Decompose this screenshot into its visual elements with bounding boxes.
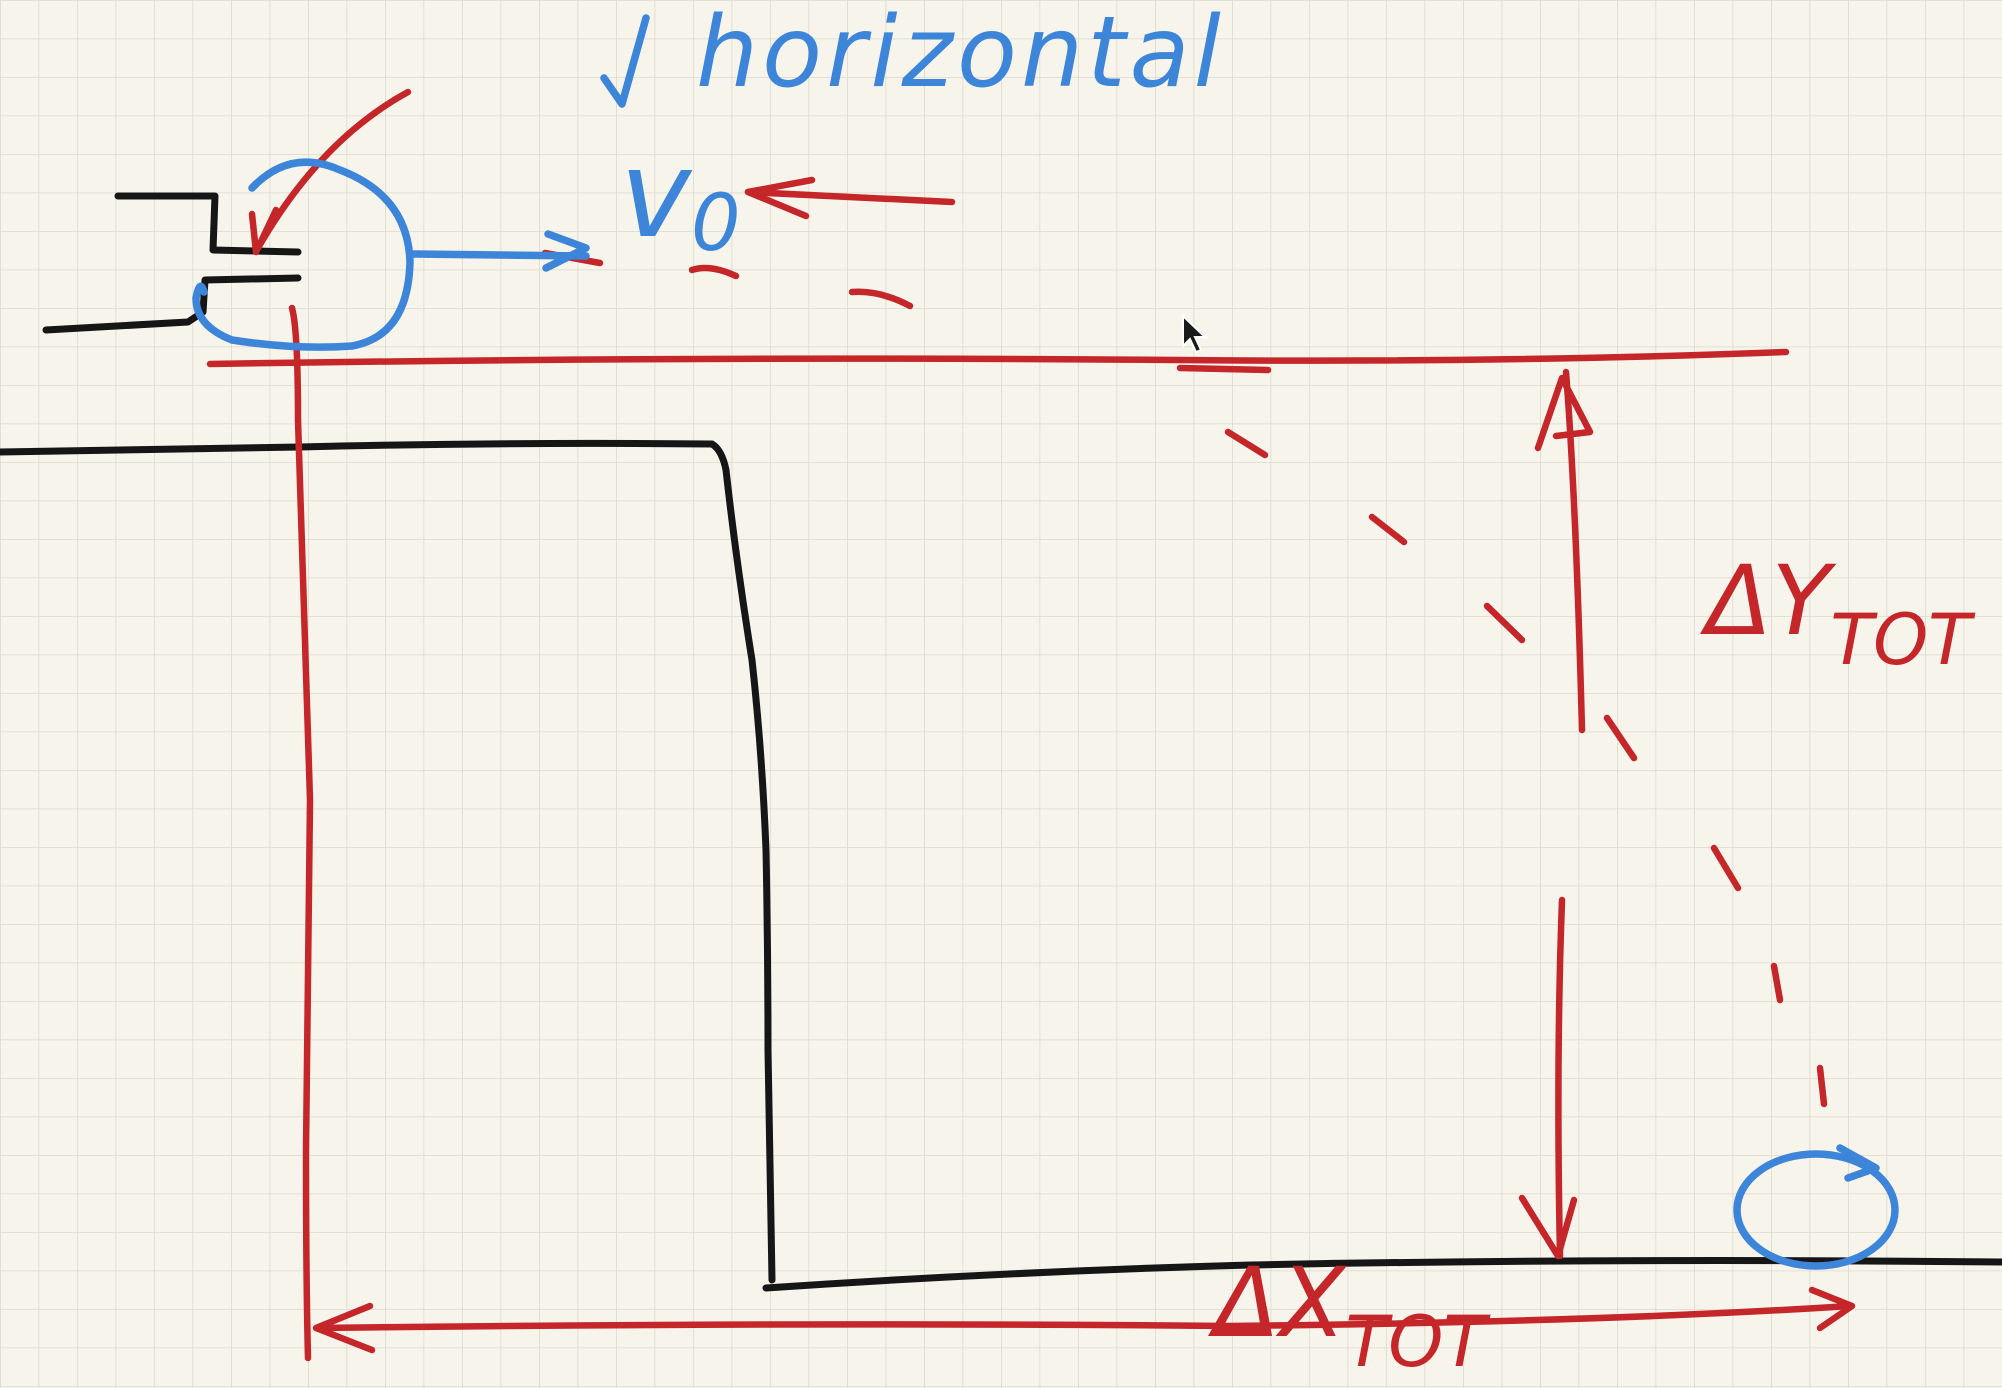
launch-height-line-mark (1176, 364, 1272, 374)
delta-x-arrow-left-head (312, 1302, 376, 1354)
trajectory-dash (1603, 714, 1638, 762)
delta-y-arrow-upper-shaft (1562, 368, 1586, 734)
delta-x-total-label: ΔXTOT (1207, 1247, 1491, 1383)
ball-landing (1733, 1150, 1899, 1270)
horizontal-label: horizontal (696, 0, 1225, 110)
launch-height-line (206, 348, 1790, 368)
delta-x-subscript: TOT (1345, 1301, 1491, 1383)
trajectory-dash (1483, 602, 1526, 644)
delta-x-main: ΔX (1207, 1247, 1348, 1359)
mouse-pointer-icon (1182, 313, 1208, 354)
trajectory-dash (1710, 844, 1742, 892)
checkmark-icon (600, 14, 650, 108)
trajectory-dash (848, 288, 914, 310)
v0-label-subscript: 0 (691, 179, 741, 269)
delta-y-subscript: TOT (1830, 599, 1976, 681)
trajectory-dash (1816, 1064, 1828, 1108)
delta-x-arrow-right-head (1808, 1286, 1856, 1332)
delta-y-arrow-lower-head (1518, 1194, 1578, 1260)
trajectory-dash (1368, 513, 1408, 546)
trajectory-dash (688, 264, 740, 280)
v0-pointer-arrowhead (744, 176, 816, 220)
initial-velocity-arrow (410, 250, 590, 260)
trajectory-dash (1224, 428, 1269, 459)
launcher-lower-rail (42, 274, 302, 334)
blue-annotations (192, 14, 1899, 1270)
v0-label-main: v (620, 126, 693, 265)
initial-velocity-arrowhead (542, 230, 590, 272)
delta-y-main: ΔY (1699, 545, 1837, 657)
trajectory-dash (1770, 962, 1784, 1004)
v0-label: v0 (620, 126, 741, 269)
left-vertical-reference (288, 304, 314, 1362)
v0-pointer-arrow (744, 188, 956, 206)
delta-y-arrow-lower-shaft (1555, 896, 1566, 1260)
pointer-arrowhead (248, 206, 280, 256)
ball-landing-tick (1836, 1144, 1880, 1182)
trajectory-dashes (688, 264, 1828, 1108)
delta-y-arrow-upper-head (1534, 374, 1594, 452)
delta-x-arrow-shaft (314, 1302, 1854, 1332)
delta-y-total-label: ΔYTOT (1699, 545, 1976, 681)
ball-on-launcher (192, 158, 414, 351)
cliff-outline (0, 439, 776, 1284)
